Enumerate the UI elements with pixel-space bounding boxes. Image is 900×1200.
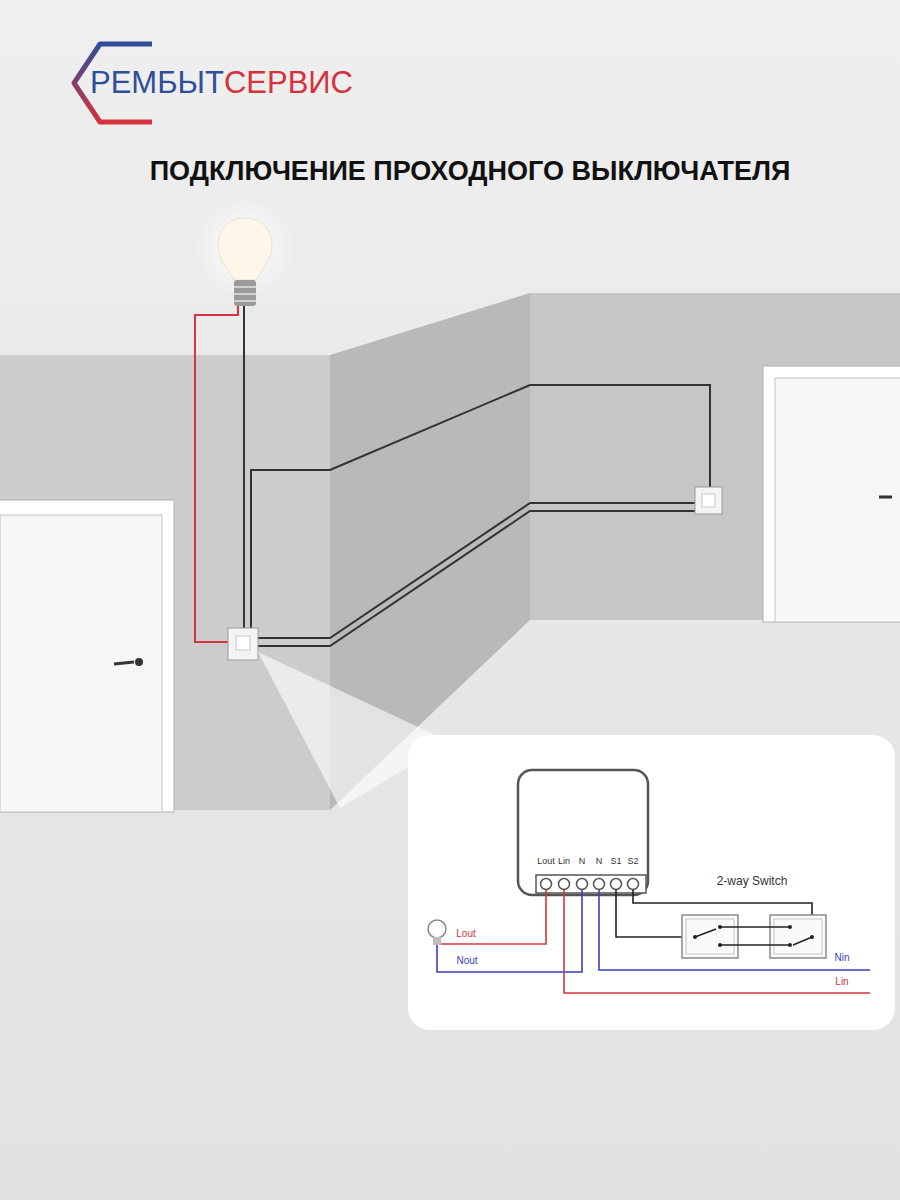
signal-name: Lin [835, 976, 848, 988]
terminal-name: S1 [610, 856, 621, 866]
wire [251, 385, 710, 628]
signal-name: Nout [456, 955, 477, 967]
inset-panel [408, 735, 895, 1030]
traveler-wire [258, 503, 696, 638]
bulb [218, 218, 272, 280]
door-handle [114, 662, 134, 664]
switch-lever [695, 929, 716, 937]
switch-symbol [770, 915, 826, 958]
terminal [577, 879, 588, 890]
terminal-name: N [596, 856, 603, 866]
switch-caption: 2-way Switch [717, 875, 788, 889]
contact [788, 943, 792, 947]
terminal [541, 879, 552, 890]
traveler-wire [258, 511, 696, 646]
door [0, 515, 162, 812]
switch-symbol [774, 919, 822, 954]
traveler-wire [720, 926, 790, 928]
contact [718, 943, 722, 947]
nout-wire [437, 890, 582, 972]
terminal [628, 879, 639, 890]
terminal-name: Lout [537, 856, 555, 866]
logo-text: СЕРВИС [224, 65, 353, 101]
bulb-base [234, 293, 256, 295]
terminal-name: Lin [558, 856, 570, 866]
switch-symbol [686, 919, 734, 954]
bulb-base [234, 300, 256, 302]
terminal [559, 879, 570, 890]
signal-name: Nin [834, 952, 849, 964]
door [775, 378, 900, 622]
contact [693, 935, 697, 939]
wall-switch [702, 494, 715, 507]
lout-wire [441, 890, 546, 944]
terminal-name: N [579, 856, 586, 866]
contact [718, 925, 722, 929]
switch-lever [793, 937, 812, 945]
signal-name: Lout [456, 928, 475, 940]
relay-module [518, 770, 648, 895]
contact [810, 935, 814, 939]
terminal [611, 879, 622, 890]
lamp-symbol [428, 920, 446, 938]
title: ПОДКЛЮЧЕНИЕ ПРОХОДНОГО ВЫКЛЮЧАТЕЛЯ [150, 156, 791, 187]
terminal-block [536, 875, 646, 893]
nin-wire [599, 890, 870, 970]
switch-symbol [682, 915, 738, 958]
bulb-base [234, 280, 256, 306]
traveler-wire [720, 944, 790, 946]
door-handle [135, 658, 143, 666]
logo-text: РЕМБЫТ [90, 65, 224, 101]
lamp-symbol [433, 937, 441, 945]
bulb-base [234, 286, 256, 288]
contact [788, 925, 792, 929]
terminal-name: S2 [627, 856, 638, 866]
lin-wire [564, 890, 870, 993]
wall-switch [228, 628, 258, 660]
terminal [594, 879, 605, 890]
wire [243, 306, 245, 628]
wall-switch [236, 636, 250, 650]
door-frame [0, 500, 174, 812]
phase-wire [195, 306, 238, 642]
door-handle [879, 496, 892, 499]
wall-switch [695, 487, 722, 514]
